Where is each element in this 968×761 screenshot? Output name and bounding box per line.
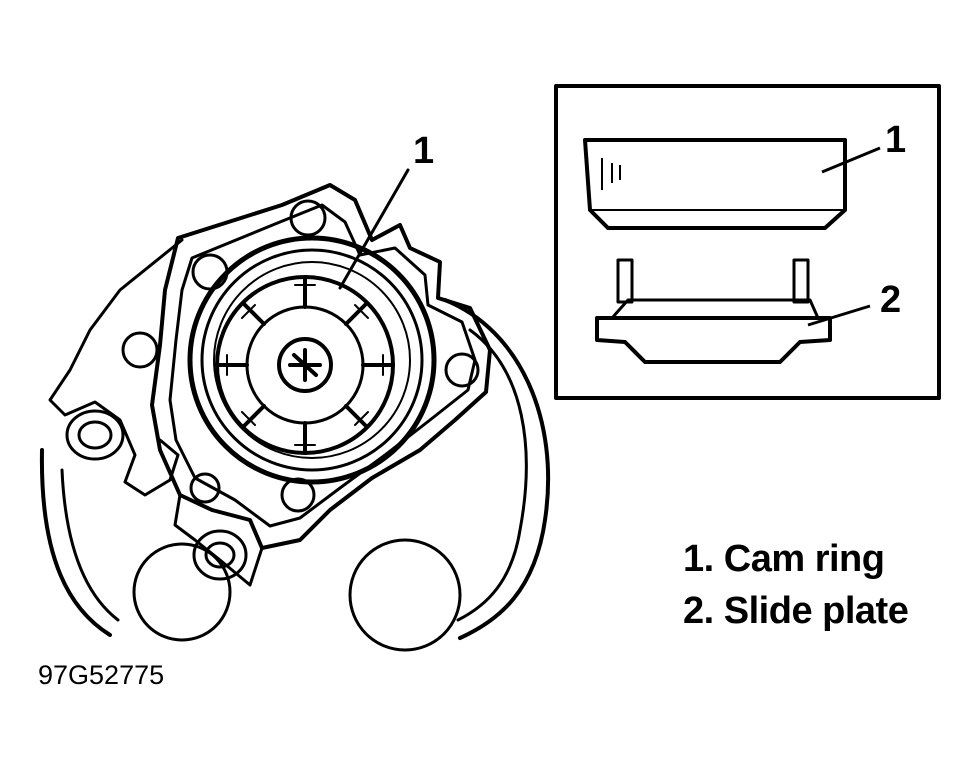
- inset-cam-ring-hatch: [601, 158, 621, 190]
- legend-item-cam-ring: 1. Cam ring: [683, 538, 885, 581]
- cam-ring-inner: [213, 261, 411, 459]
- rotor-shaft-cross: [288, 348, 322, 382]
- inset-callout-1: 1: [885, 119, 906, 161]
- inner-ring: [60, 328, 528, 622]
- lower-left-bore: [132, 542, 232, 642]
- inset-slide-plate: [595, 316, 832, 364]
- inset-slide-plate-pin-right: [792, 258, 810, 304]
- legend-label: Slide plate: [723, 590, 909, 632]
- inset-frame: [554, 84, 941, 400]
- inset-callout-2-leader: [807, 304, 871, 327]
- outer-ring: [39, 298, 551, 640]
- bolt-hole-right: [444, 352, 480, 388]
- main-callout-1-leader: [338, 168, 410, 290]
- cam-ring-outer: [187, 235, 437, 485]
- figure-id: 97G52775: [38, 660, 165, 690]
- rotor-vanes: [215, 275, 395, 455]
- inset-slide-plate-ledge: [610, 298, 820, 319]
- inset-callout-2: 2: [880, 279, 901, 321]
- lower-port-opening: [192, 529, 248, 581]
- rotor-vane-slots: [226, 284, 384, 446]
- left-lug-hole: [121, 331, 159, 369]
- left-port-inner: [77, 420, 113, 450]
- rotor-hub: [277, 337, 333, 393]
- legend-label: Cam ring: [723, 538, 885, 580]
- lower-right-bore: [348, 538, 462, 652]
- main-callout-1: 1: [413, 130, 434, 172]
- inset-cam-ring: [583, 138, 847, 230]
- lower-port-inner: [204, 541, 236, 569]
- legend-item-slide-plate: 2. Slide plate: [683, 590, 909, 633]
- legend-number: 1.: [683, 538, 714, 580]
- inset-panel: [554, 84, 941, 400]
- housing-plate: [150, 183, 492, 550]
- cam-ring-mid: [200, 248, 424, 472]
- pump-assembly-drawing: [39, 168, 551, 652]
- left-port-bracket: [48, 238, 184, 497]
- inset-slide-plate-pin-left: [616, 258, 634, 304]
- left-port-opening: [65, 409, 125, 461]
- bolt-hole-lowleft: [189, 472, 221, 504]
- legend-number: 2.: [683, 590, 714, 632]
- inset-callout-1-leader: [821, 146, 881, 174]
- bolt-hole-left: [191, 253, 229, 291]
- bolt-hole-top: [289, 199, 327, 237]
